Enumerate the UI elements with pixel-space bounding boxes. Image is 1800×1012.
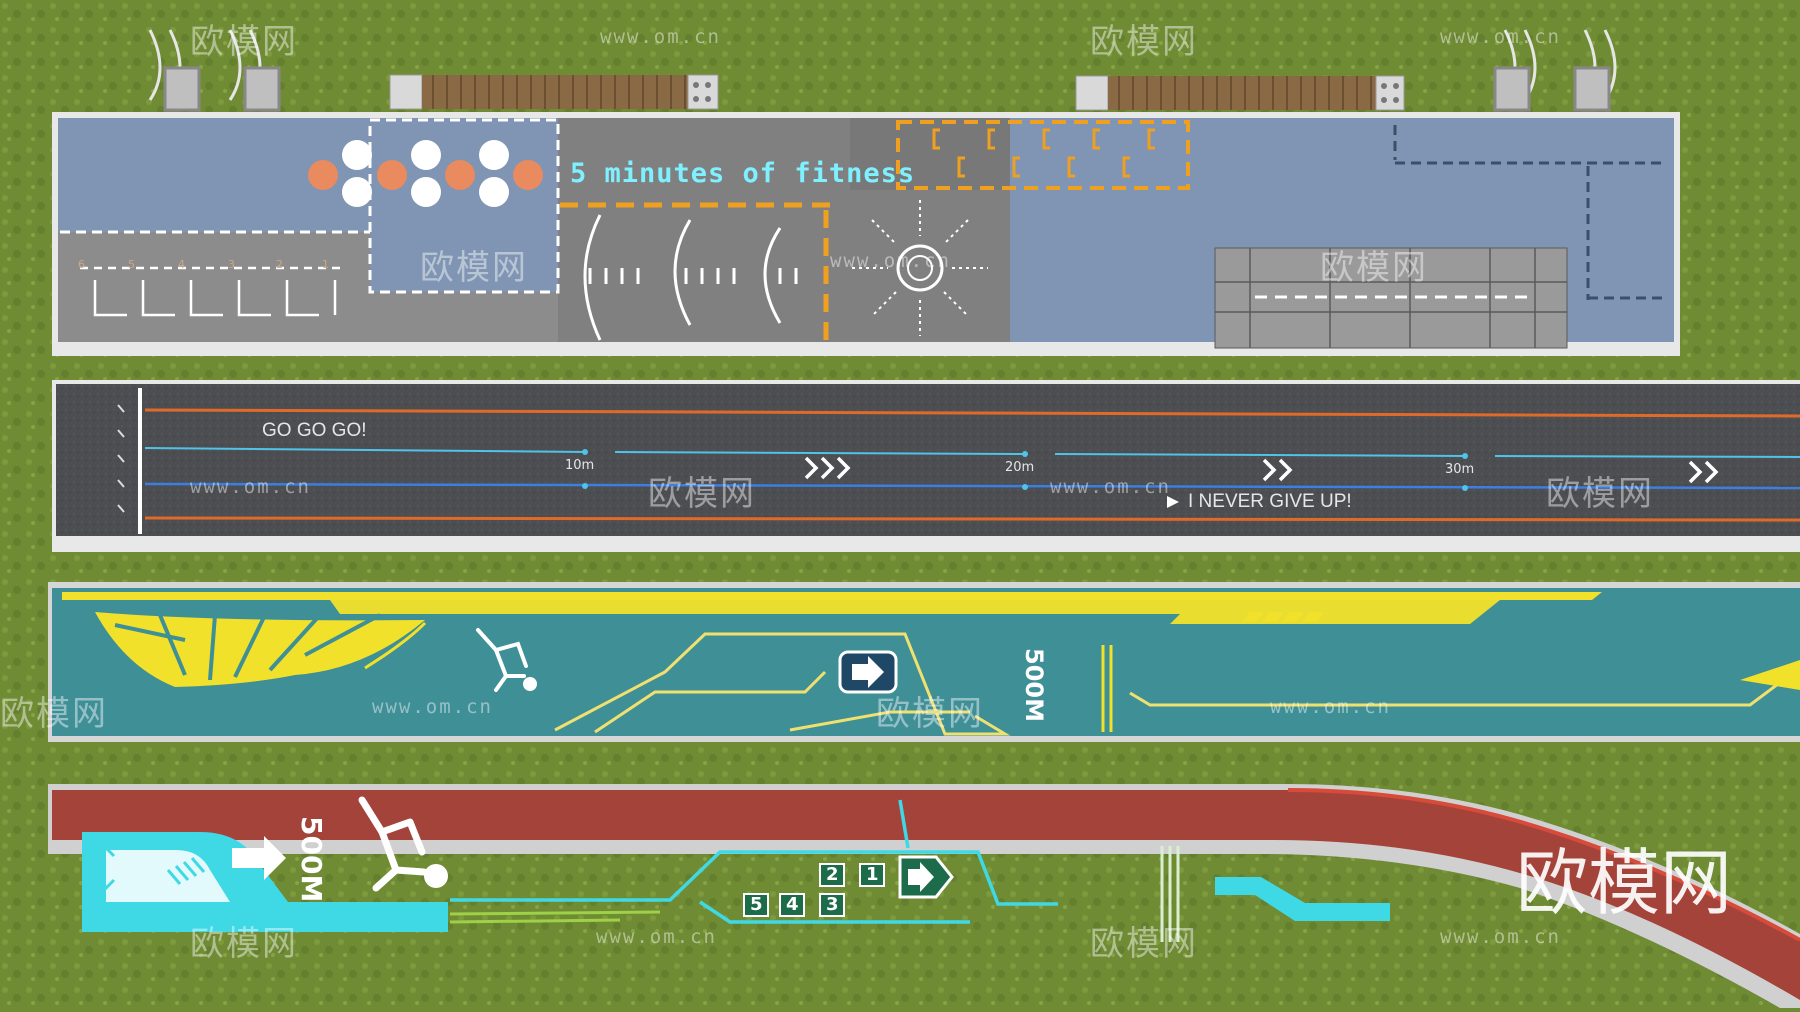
green-lines bbox=[449, 910, 661, 924]
slogan-go: GO GO GO! bbox=[262, 420, 367, 441]
bike-rack-icon bbox=[1493, 29, 1617, 112]
watermark-url: www.om.cn bbox=[1440, 26, 1561, 48]
watermark-brand: 欧模网 bbox=[1090, 22, 1198, 62]
number-tiles bbox=[743, 863, 885, 917]
lane-number-2: 2 bbox=[276, 258, 283, 271]
yellow-band bbox=[62, 592, 1602, 600]
running-lane bbox=[56, 384, 1800, 536]
lane-number-1: 1 bbox=[322, 258, 329, 271]
watermark-brand: 欧模网 bbox=[190, 924, 298, 964]
grey-zone-left bbox=[58, 232, 370, 342]
watermark-brand-large: 欧模网 bbox=[1516, 841, 1733, 925]
orange-line-top bbox=[144, 408, 1800, 418]
watermark-url: www.om.cn bbox=[372, 696, 493, 718]
cyan-track-lines bbox=[450, 799, 1058, 924]
teal-chevron-wedge bbox=[1740, 660, 1800, 690]
fitness-title: 5 minutes of fitness bbox=[570, 158, 916, 189]
sprint-lanes bbox=[80, 266, 340, 317]
start-marks bbox=[117, 404, 125, 513]
cyan-bar-right bbox=[1215, 877, 1390, 921]
red-distance-label: 500M bbox=[295, 816, 328, 903]
watermark-brand: 欧模网 bbox=[876, 694, 984, 734]
tile-number-4: 4 bbox=[786, 894, 799, 915]
watermark-url: www.om.cn bbox=[600, 26, 721, 48]
tile-number-1: 1 bbox=[866, 864, 879, 885]
tile-number-2: 2 bbox=[826, 864, 839, 885]
marker-dots bbox=[582, 449, 1468, 491]
watermark-brand: 欧模网 bbox=[0, 694, 108, 734]
distance-mark-20m: 20m bbox=[1005, 460, 1035, 475]
grid-dashes bbox=[1393, 125, 1665, 300]
agility-curves bbox=[583, 214, 782, 341]
sun-target bbox=[852, 200, 988, 336]
chevron-double-icon bbox=[804, 456, 1719, 484]
play-triangle-icon bbox=[1167, 496, 1179, 508]
watermark-brand: 欧模网 bbox=[420, 248, 528, 288]
yellow-leaf bbox=[95, 612, 425, 687]
yellow-dash-bars bbox=[1242, 612, 1324, 622]
blue-lines bbox=[144, 482, 1800, 490]
runner-icon bbox=[358, 796, 448, 892]
tile-number-3: 3 bbox=[826, 894, 839, 915]
distance-mark-10m: 10m bbox=[565, 458, 595, 473]
runner-icon bbox=[476, 628, 537, 692]
watermark-url: www.om.cn bbox=[190, 476, 311, 498]
lane-number-5: 5 bbox=[128, 258, 135, 271]
orange-line-bottom bbox=[144, 516, 1800, 522]
arrow-right-icon bbox=[898, 855, 954, 899]
watermark-brand: 欧模网 bbox=[648, 474, 756, 514]
bracket-marks bbox=[932, 128, 1155, 178]
slogan-never-give-up: I NEVER GIVE UP! bbox=[1188, 491, 1352, 512]
bike-rack-icon bbox=[148, 29, 281, 112]
teal-distance-label: 500M bbox=[1020, 648, 1048, 722]
bench-right bbox=[1075, 75, 1405, 111]
tile-number-5: 5 bbox=[750, 894, 763, 915]
watermark-url: www.om.cn bbox=[830, 250, 951, 272]
lane-number-3: 3 bbox=[228, 258, 235, 271]
red-distance-lines bbox=[1160, 846, 1180, 942]
watermark-brand: 欧模网 bbox=[190, 22, 298, 62]
watermark-brand: 欧模网 bbox=[1090, 924, 1198, 964]
red-track bbox=[52, 790, 1800, 1000]
bench-left bbox=[389, 74, 719, 110]
orange-dash-lines bbox=[560, 120, 1190, 342]
watermark-brand: 欧模网 bbox=[1320, 248, 1428, 288]
lane-number-6: 6 bbox=[78, 258, 85, 271]
arrow-right-icon bbox=[232, 836, 286, 880]
lane-number-4: 4 bbox=[178, 258, 185, 271]
ladder-ticks bbox=[588, 268, 798, 284]
watermark-brand: 欧模网 bbox=[1546, 474, 1654, 514]
watermark-url: www.om.cn bbox=[1270, 696, 1391, 718]
watermark-url: www.om.cn bbox=[1050, 476, 1171, 498]
watermark-url: www.om.cn bbox=[596, 926, 717, 948]
cyan-lines bbox=[144, 447, 1800, 458]
hopscotch-dots bbox=[308, 140, 543, 207]
court-area bbox=[1214, 247, 1568, 349]
watermark-url: www.om.cn bbox=[1440, 926, 1561, 948]
teal-distance-lines bbox=[1101, 645, 1113, 732]
teal-yellow-lines bbox=[554, 632, 1791, 736]
distance-mark-30m: 30m bbox=[1445, 462, 1475, 477]
arrow-right-icon bbox=[838, 650, 898, 694]
